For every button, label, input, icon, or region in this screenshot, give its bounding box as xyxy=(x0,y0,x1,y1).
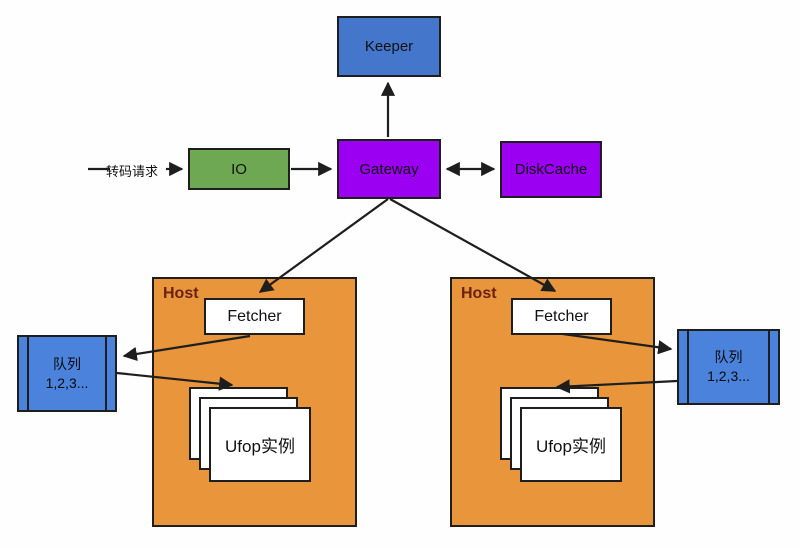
ufop-left-node: Ufop实例 xyxy=(209,407,311,482)
ufop-stack-left: Ufop实例 xyxy=(189,387,314,485)
ufop-right-node: Ufop实例 xyxy=(520,407,622,482)
queue-right-node: 队列 1,2,3... xyxy=(677,329,780,405)
ufop-stack-right: Ufop实例 xyxy=(500,387,625,485)
ufop-right-label: Ufop实例 xyxy=(536,437,606,456)
queue-left-stripe xyxy=(105,337,107,410)
fetcher-left-label: Fetcher xyxy=(227,307,282,325)
queue-right-stripe xyxy=(687,331,689,403)
host-left-label: Host xyxy=(163,285,199,302)
diskcache-node: DiskCache xyxy=(500,141,602,198)
queue-left-node: 队列 1,2,3... xyxy=(17,335,117,412)
ufop-left-label: Ufop实例 xyxy=(225,437,295,456)
fetcher-right-node: Fetcher xyxy=(511,298,612,335)
keeper-label: Keeper xyxy=(364,38,414,55)
queue-left-title: 队列 xyxy=(53,355,81,372)
fetcher-right-label: Fetcher xyxy=(534,307,589,325)
io-node: IO xyxy=(188,148,290,190)
io-label: IO xyxy=(231,160,247,178)
queue-left-stripe xyxy=(27,337,29,410)
host-right-label: Host xyxy=(461,285,497,302)
gateway-label: Gateway xyxy=(359,160,419,178)
gateway-node: Gateway xyxy=(337,139,441,199)
queue-right-stripe xyxy=(768,331,770,403)
fetcher-left-node: Fetcher xyxy=(204,298,305,335)
queue-left-items: 1,2,3... xyxy=(45,374,89,391)
transcode-request-label: 转码请求 xyxy=(106,164,159,179)
queue-right-items: 1,2,3... xyxy=(707,368,750,384)
diskcache-label: DiskCache xyxy=(514,161,588,178)
queue-right-title: 队列 xyxy=(714,349,743,366)
keeper-node: Keeper xyxy=(337,16,441,77)
